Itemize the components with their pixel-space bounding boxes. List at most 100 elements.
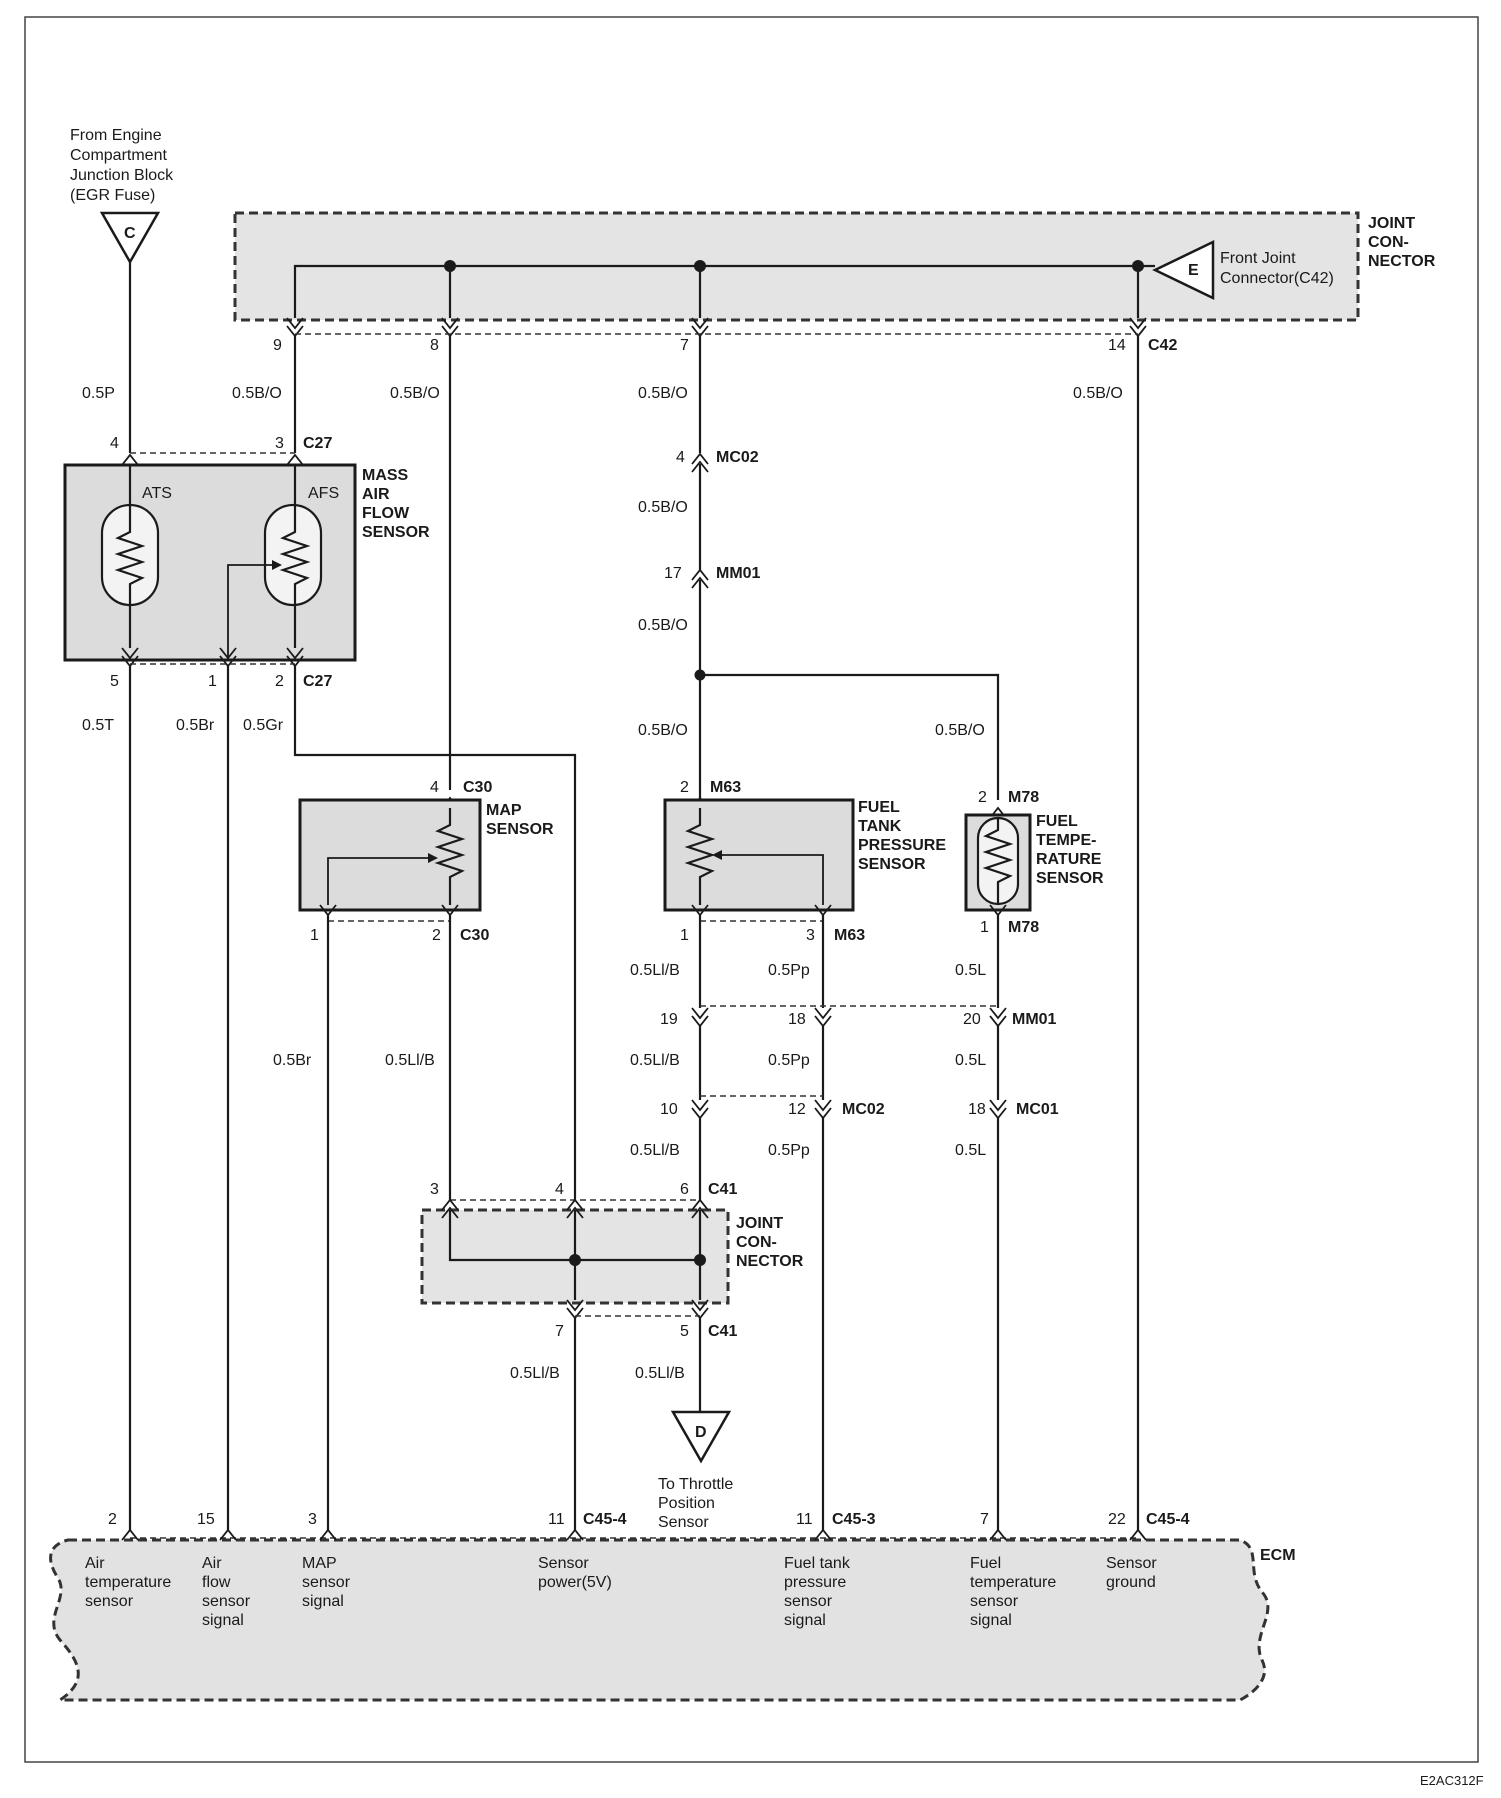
svg-text:JOINT: JOINT (1368, 215, 1415, 232)
svg-text:Fuel tank: Fuel tank (784, 1555, 851, 1572)
svg-text:Air: Air (202, 1555, 222, 1572)
svg-text:CON-: CON- (736, 1234, 777, 1251)
throttle-label: To Throttle Position Sensor (658, 1476, 733, 1531)
wire-05pp-1: 0.5Pp (768, 962, 810, 979)
wire-05lib-1: 0.5Ll/B (385, 1052, 435, 1069)
fuel-temp-label: FUEL TEMPE- RATURE SENSOR (1036, 813, 1104, 887)
front-joint-triangle-e (1152, 240, 1215, 300)
ats-label: ATS (142, 485, 172, 502)
fuel-tank-label: FUEL TANK PRESSURE SENSOR (858, 799, 946, 873)
c41-connector-top: C41 (708, 1181, 737, 1198)
c42-connector: C42 (1148, 337, 1177, 354)
svg-text:Connector(C42): Connector(C42) (1220, 270, 1334, 287)
ecm-pin-11b: 11 (796, 1511, 813, 1528)
afs-label: AFS (308, 485, 339, 502)
map-sensor (298, 798, 482, 912)
svg-text:flow: flow (202, 1574, 231, 1591)
mc02-pin-4: 4 (676, 449, 685, 466)
c42-pin-7: 7 (680, 337, 689, 354)
svg-text:pressure: pressure (784, 1574, 846, 1591)
map-label: MAP SENSOR (486, 802, 554, 838)
mc02-connector-top: MC02 (716, 449, 759, 466)
mm01-pin-20: 20 (963, 1011, 981, 1028)
throttle-tag: D (695, 1424, 707, 1441)
ecm-connector-b: C45-3 (832, 1511, 876, 1528)
wire-05l-2: 0.5L (955, 1052, 986, 1069)
svg-text:temperature: temperature (970, 1574, 1056, 1591)
mm01-connector-bottom: MM01 (1012, 1011, 1057, 1028)
svg-text:MAP: MAP (486, 802, 522, 819)
map-connector-top: C30 (463, 779, 492, 796)
ecm-pin-2: 2 (108, 1511, 117, 1528)
maf-pin-1: 1 (208, 673, 217, 690)
wire-05bo-4: 0.5B/O (1073, 385, 1123, 402)
svg-text:signal: signal (970, 1612, 1012, 1629)
page-frame (24, 16, 1479, 1763)
svg-text:sensor: sensor (970, 1593, 1019, 1610)
wire-05lib-4: 0.5Ll/B (630, 1142, 680, 1159)
map-pin-2: 2 (432, 927, 441, 944)
wire-05pp-2: 0.5Pp (768, 1052, 810, 1069)
svg-text:Air: Air (85, 1555, 105, 1572)
svg-text:temperature: temperature (85, 1574, 171, 1591)
c41-pin-7: 7 (555, 1323, 564, 1340)
wire-05br-2: 0.5Br (273, 1052, 312, 1069)
wire-05gr: 0.5Gr (243, 717, 284, 734)
svg-text:Sensor: Sensor (1106, 1555, 1157, 1572)
wire-05bo-8: 0.5B/O (935, 722, 985, 739)
source-label: From Engine Compartment Junction Block (… (70, 127, 174, 204)
svg-text:Sensor: Sensor (538, 1555, 589, 1572)
wire-05bo-5: 0.5B/O (638, 499, 688, 516)
wire-05pp-3: 0.5Pp (768, 1142, 810, 1159)
svg-text:Junction Block: Junction Block (70, 167, 174, 184)
svg-text:signal: signal (302, 1593, 344, 1610)
c41-pin-3: 3 (430, 1181, 439, 1198)
svg-text:Fuel: Fuel (970, 1555, 1001, 1572)
m63-connector-bottom: M63 (834, 927, 865, 944)
mc02-pin-12: 12 (788, 1101, 806, 1118)
wire-05l-1: 0.5L (955, 962, 986, 979)
svg-text:sensor: sensor (784, 1593, 833, 1610)
svg-text:TEMPE-: TEMPE- (1036, 832, 1096, 849)
ecm-signal-fuel-temp: Fuel temperature sensor signal (970, 1555, 1056, 1629)
c41-pin-5: 5 (680, 1323, 689, 1340)
wire-05bo-3: 0.5B/O (638, 385, 688, 402)
svg-text:CON-: CON- (1368, 234, 1409, 251)
maf-pin-3: 3 (275, 435, 284, 452)
m63-pin-3: 3 (806, 927, 815, 944)
m63-pin-1: 1 (680, 927, 689, 944)
wire-05lib-3: 0.5Ll/B (630, 1052, 680, 1069)
svg-text:FUEL: FUEL (1036, 813, 1078, 830)
ecm-pin-15: 15 (197, 1511, 215, 1528)
wire-05t: 0.5T (82, 717, 114, 734)
joint-bus (293, 264, 1155, 318)
ecm-signal-map: MAP sensor signal (302, 1555, 351, 1610)
m78-pin-1: 1 (980, 919, 989, 936)
ecm-label: ECM (1260, 1547, 1296, 1564)
front-joint-label: Front Joint Connector(C42) (1220, 250, 1334, 287)
svg-text:To Throttle: To Throttle (658, 1476, 733, 1493)
svg-text:(EGR Fuse): (EGR Fuse) (70, 187, 155, 204)
c41-connector-bottom: C41 (708, 1323, 737, 1340)
svg-text:MAP: MAP (302, 1555, 337, 1572)
wire-05lib-6: 0.5Ll/B (635, 1365, 685, 1382)
mc01-pin-18: 18 (968, 1101, 986, 1118)
wire-05l-3: 0.5L (955, 1142, 986, 1159)
svg-text:From Engine: From Engine (70, 127, 162, 144)
wire-05bo-7: 0.5B/O (638, 722, 688, 739)
svg-text:sensor: sensor (202, 1593, 251, 1610)
maf-connector-top: C27 (303, 435, 332, 452)
svg-text:PRESSURE: PRESSURE (858, 837, 946, 854)
wire-05br-1: 0.5Br (176, 717, 215, 734)
wire-05lib-5: 0.5Ll/B (510, 1365, 560, 1382)
afs-element (263, 503, 323, 607)
svg-text:JOINT: JOINT (736, 1215, 783, 1232)
svg-text:NECTOR: NECTOR (736, 1253, 804, 1270)
m78-connector-top: M78 (1008, 789, 1039, 806)
source-tag: C (124, 225, 136, 242)
svg-text:RATURE: RATURE (1036, 851, 1102, 868)
maf-label: MASS AIR FLOW SENSOR (362, 467, 430, 541)
svg-text:signal: signal (202, 1612, 244, 1629)
map-connector-bottom: C30 (460, 927, 489, 944)
svg-text:MASS: MASS (362, 467, 409, 484)
